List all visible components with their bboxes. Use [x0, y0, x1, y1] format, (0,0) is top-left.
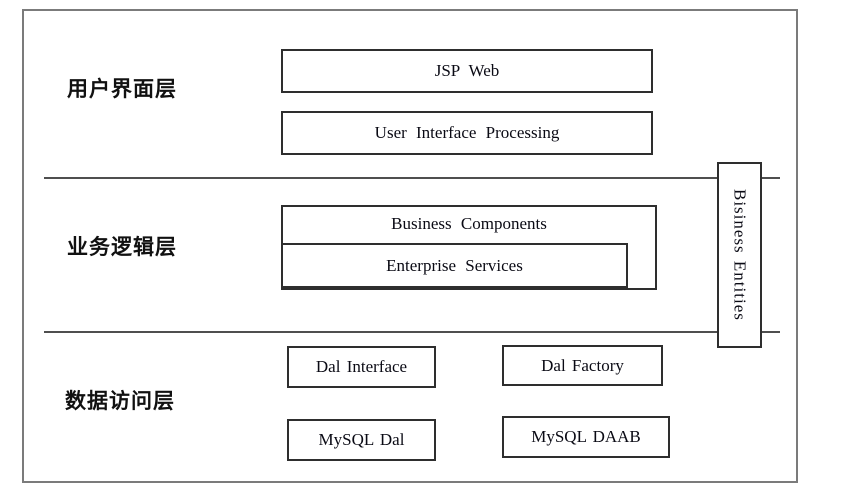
dal-interface-box: Dal Interface	[287, 346, 436, 388]
layer-label-user-interface: 用户界面层	[67, 77, 177, 101]
business-entities-box: Bisiness Entities	[717, 162, 762, 348]
user-interface-processing-box: User Interface Processing	[281, 111, 653, 155]
jsp-web-box: JSP Web	[281, 49, 653, 93]
layer-label-business-logic: 业务逻辑层	[67, 235, 177, 259]
mysql-daab-box: MySQL DAAB	[502, 416, 670, 458]
diagram-outer-border	[22, 9, 798, 483]
mysql-dal-box: MySQL Dal	[287, 419, 436, 461]
enterprise-services-box: Enterprise Services	[281, 243, 628, 288]
layer-divider-top	[44, 177, 780, 179]
layer-label-data-access: 数据访问层	[65, 389, 175, 413]
dal-factory-box: Dal Factory	[502, 345, 663, 386]
layer-divider-bottom	[44, 331, 780, 333]
